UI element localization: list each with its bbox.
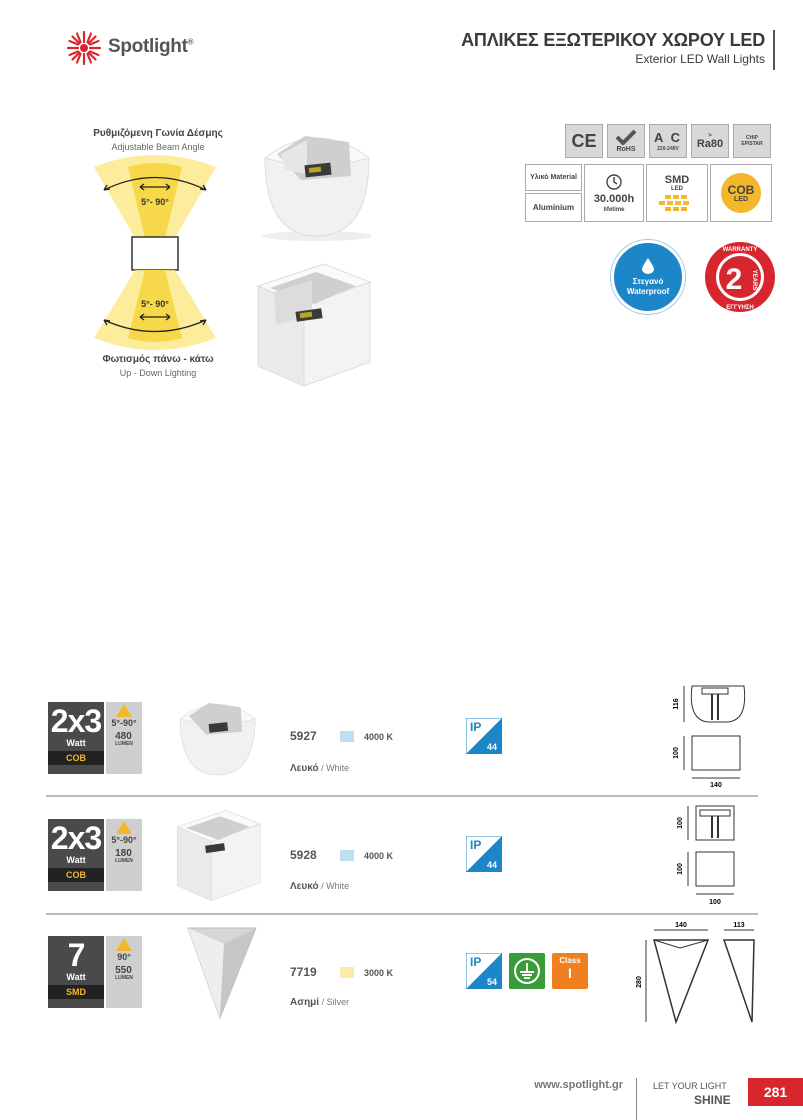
brand-name: Spotlight® xyxy=(108,36,194,57)
warranty-years: 2 xyxy=(726,263,743,296)
product-code: 5927 xyxy=(290,729,317,743)
svg-text:54: 54 xyxy=(487,977,497,987)
svg-text:100: 100 xyxy=(673,747,680,759)
footer-divider xyxy=(636,1078,637,1120)
ip-rating-icon: IP 44 xyxy=(466,718,502,754)
warranty-badge: 2 YEARS WARRANTY ΕΓΓΥΗΣΗ xyxy=(705,242,775,312)
page-number: 281 xyxy=(748,1078,803,1106)
material-value-box: Aluminium xyxy=(525,193,582,222)
product-code: 7719 xyxy=(290,965,317,979)
product-thumb-7719 xyxy=(187,927,257,1020)
finish-label: Λευκό / White xyxy=(290,881,350,892)
page-title: ΑΠΛΙΚΕΣ ΕΞΩΤΕΡΙΚΟΥ ΧΩΡΟΥ LED xyxy=(461,30,765,50)
color-temperature: 4000 K xyxy=(364,732,394,742)
svg-text:100: 100 xyxy=(677,817,684,829)
beam-core-bottom xyxy=(128,270,182,342)
website-link[interactable]: www.spotlight.gr xyxy=(534,1079,623,1091)
beam-angle-top: 5°- 90° xyxy=(141,197,169,207)
slogan-top: LET YOUR LIGHT xyxy=(653,1081,727,1091)
beam-label-en: Adjustable Beam Angle xyxy=(111,142,205,152)
color-swatch xyxy=(340,850,354,861)
svg-text:280: 280 xyxy=(636,976,643,988)
svg-text:IP: IP xyxy=(470,720,481,734)
svg-text:113: 113 xyxy=(733,922,744,929)
slogan-bottom: SHINE xyxy=(694,1093,731,1107)
svg-text:44: 44 xyxy=(487,742,497,752)
warranty-year-label: YEARS xyxy=(751,270,757,291)
ce-icon: CE xyxy=(565,124,603,158)
spotlight-logo-icon xyxy=(66,30,102,66)
class-rating-icon: Class I xyxy=(552,953,588,989)
svg-text:100: 100 xyxy=(709,899,721,906)
waterproof-badge: Στεγανό Waterproof xyxy=(611,240,685,314)
beam-arc-bottom xyxy=(103,319,207,333)
beam-angle-icon xyxy=(116,704,132,717)
color-temperature: 3000 K xyxy=(364,968,394,978)
svg-text:IP: IP xyxy=(470,955,481,969)
material-label-box: Υλικό Material xyxy=(525,164,582,191)
finish-label: Λευκό / White xyxy=(290,763,350,774)
beam-arc-top xyxy=(103,176,207,191)
product-code: 5928 xyxy=(290,848,317,862)
product-image-round xyxy=(262,136,372,241)
lifetime-icon: 30.000h lifetime xyxy=(584,164,644,222)
smd-led-icon: SMD LED xyxy=(646,164,708,222)
wattage-badge: 7 Watt SMD xyxy=(48,936,104,1008)
color-temperature: 4000 K xyxy=(364,851,394,861)
beam-angle-icon xyxy=(116,938,132,951)
svg-text:116: 116 xyxy=(673,698,680,709)
ip-rating-icon: IP 44 xyxy=(466,836,502,872)
fixture-box xyxy=(131,236,179,271)
wattage-badge: 2x3 Watt COB xyxy=(48,702,104,774)
led-grid-icon xyxy=(659,195,689,211)
title-divider xyxy=(773,30,775,70)
svg-text:44: 44 xyxy=(487,860,497,870)
dimension-drawing: 100 100 100 xyxy=(677,805,735,906)
product-thumb-5928 xyxy=(176,810,262,902)
finish-label: Ασημί / Silver xyxy=(290,997,350,1008)
cri-ra-icon: > Ra80 xyxy=(691,124,729,158)
warranty-bottom: ΕΓΓΥΗΣΗ xyxy=(726,305,753,311)
dimension-drawing: 140 113 280 xyxy=(636,922,755,1025)
chip-epistar-icon: CHIP EPISTAR xyxy=(733,124,771,158)
svg-text:100: 100 xyxy=(677,863,684,875)
cob-led-icon: COB LED xyxy=(710,164,772,222)
color-swatch xyxy=(340,967,354,978)
product-thumb-5927 xyxy=(179,702,256,776)
wattage-badge: 2x3 Watt COB xyxy=(48,819,104,891)
clock-icon xyxy=(606,174,622,190)
svg-text:140: 140 xyxy=(710,782,722,789)
svg-text:IP: IP xyxy=(470,838,481,852)
dimension-drawing: 116 100 140 xyxy=(673,685,746,789)
warranty-top: WARRANTY xyxy=(723,247,758,253)
color-swatch xyxy=(340,731,354,742)
beam-label-gr: Ρυθμιζόμενη Γωνία Δέσμης xyxy=(93,128,223,139)
lighting-label-en: Up - Down Lighting xyxy=(119,368,197,378)
lighting-label-gr: Φωτισμός πάνω - κάτω xyxy=(102,354,214,365)
svg-text:140: 140 xyxy=(675,922,687,929)
water-drop-icon xyxy=(642,258,654,275)
earth-ground-icon xyxy=(509,953,545,989)
beam-angle-icon xyxy=(116,821,132,834)
row-divider xyxy=(46,795,758,797)
page-subtitle: Exterior LED Wall Lights xyxy=(635,52,765,66)
rohs-icon: RoHS xyxy=(607,124,645,158)
beam-angle-diagram: 5°- 90° 5°- 90° xyxy=(94,155,216,350)
ip-rating-icon: IP 54 xyxy=(466,953,502,989)
ac-voltage-icon: A C 220-240V xyxy=(649,124,687,158)
row-divider xyxy=(46,913,758,915)
beam-angle-bottom: 5°- 90° xyxy=(141,299,169,309)
beam-core-top xyxy=(128,163,182,238)
product-image-square xyxy=(256,263,372,387)
